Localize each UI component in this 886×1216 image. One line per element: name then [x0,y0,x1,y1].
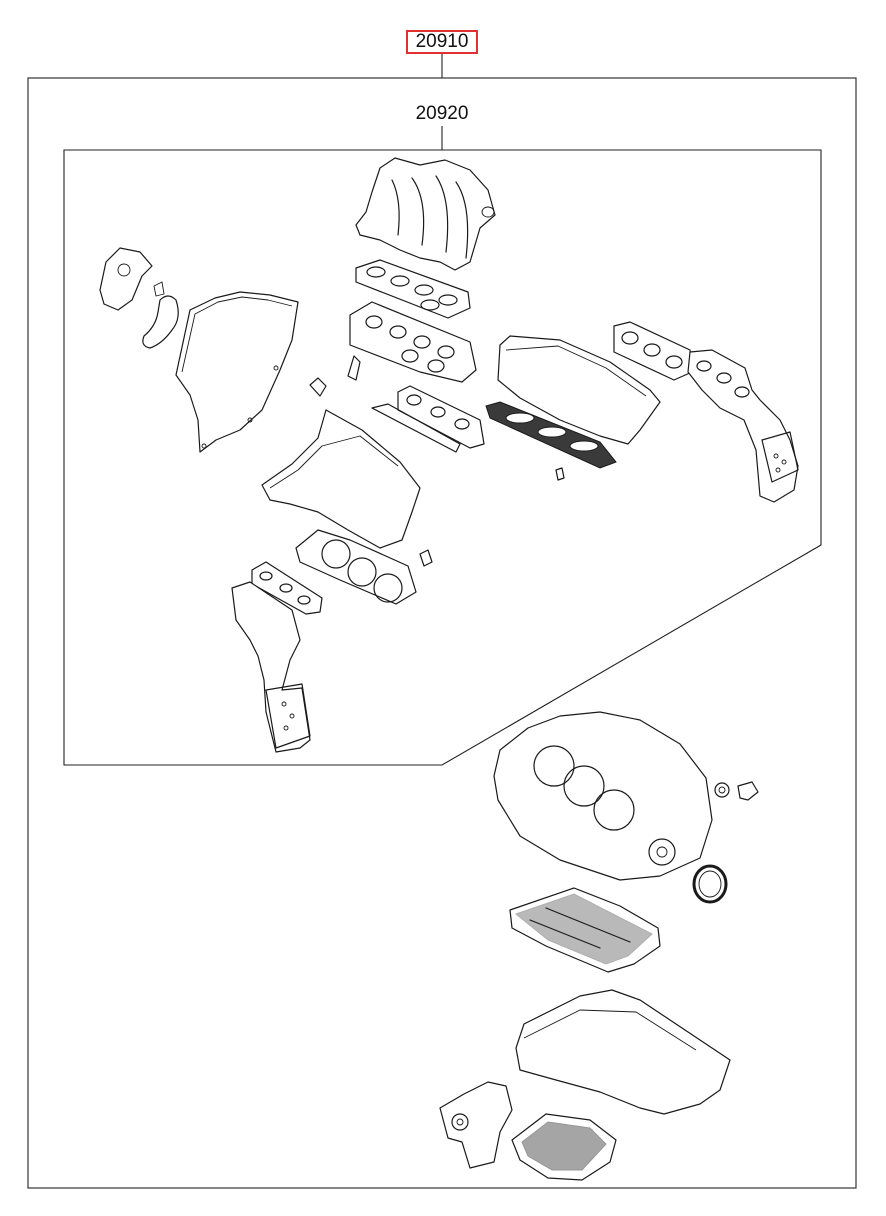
water-pump-gasket-part [99,247,179,349]
block-plug-seals-part [714,781,759,801]
outer-kit-callout-label[interactable]: 20910 [406,30,478,54]
exhaust-manifold-right-part [687,349,799,503]
exhaust-manifold-left-part [231,581,311,753]
rear-main-seal-part [692,864,728,904]
oil-pump-part [439,1081,513,1169]
valve-cover-gasket-left-part [261,409,421,549]
lower-intake-plate-part [349,301,477,383]
head-gasket-right-part [485,401,617,469]
spark-plug-seal-part [419,549,433,567]
cylinder-block-part [493,711,713,881]
small-plug-part [309,377,327,397]
intake-manifold-gasket-part [355,259,471,319]
small-seal-2-part [555,467,565,481]
intake-manifold-part [355,157,496,271]
small-seal-part [347,355,361,381]
inner-kit-frame [63,149,822,766]
timing-cover-gasket-part [175,291,299,453]
exhaust-gasket-center-part [371,385,485,453]
oil-pan-lower-part [511,1113,617,1181]
inner-kit-callout-label[interactable]: 20920 [415,103,469,124]
valve-cover-gasket-right-part [497,335,661,445]
outer-kit-frame [27,77,857,1189]
lower-crankcase-part [509,887,661,973]
exhaust-gasket-right-part [613,321,693,381]
oil-pan-upper-part [515,989,731,1115]
head-gasket-left-part [295,529,417,605]
